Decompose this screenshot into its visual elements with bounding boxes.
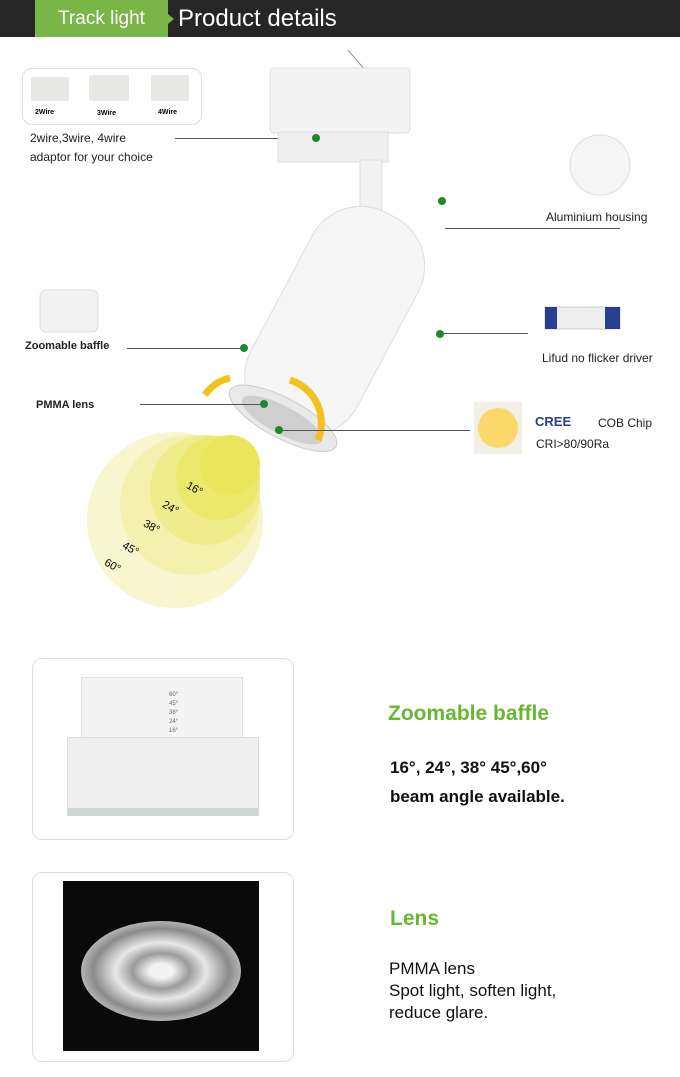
adaptor-4wire-image (151, 75, 189, 101)
scale-45: 45° (169, 701, 179, 707)
scale-16: 16° (169, 728, 179, 734)
baffle-desc-text: beam angle available. (390, 787, 565, 806)
baffle-image-card: 60° 45° 38° 24° 16° (32, 658, 294, 840)
adaptor-caption-2: adaptor for your choice (30, 150, 153, 164)
driver-leader-line (440, 333, 528, 334)
scale-24: 24° (169, 719, 179, 725)
lens-text-2: Spot light, soften light, (389, 981, 557, 1000)
baffle-label: Zoomable baffle (25, 340, 110, 352)
lens-leader-line (140, 404, 265, 405)
baffle-thumbnail (39, 289, 99, 333)
category-tag: Track light (35, 0, 168, 37)
scale-60: 60° (169, 692, 179, 698)
lens-label: PMMA lens (36, 399, 95, 411)
track-adaptor (269, 67, 411, 134)
baffle-photo-top (81, 677, 243, 739)
scale-38: 38° (169, 710, 179, 716)
lens-image-card (32, 872, 294, 1062)
adaptor-label-4wire: 4Wire (158, 109, 178, 116)
lamp-illustration (39, 49, 631, 608)
adaptor-dot (312, 134, 320, 142)
lens-photo (63, 881, 259, 1051)
adaptor-caption-1: 2wire,3wire, 4wire (30, 131, 127, 145)
baffle-leader-line (127, 348, 242, 349)
housing-leader-line (445, 228, 620, 229)
beam-16 (200, 435, 260, 495)
lens-disc (81, 921, 241, 1021)
lens-section-title: Lens (390, 907, 440, 930)
baffle-scale: 60° 45° 38° 24° 16° (169, 691, 178, 736)
driver-dot (436, 330, 444, 338)
page-title: Product details (178, 5, 337, 32)
chip-leader-line (280, 430, 470, 431)
housing-thumbnail (569, 134, 631, 196)
adaptor-3wire-image (89, 75, 129, 101)
baffle-angles-text: 16°, 24°, 38° 45°,60° (390, 758, 547, 777)
tag-arrow-icon (168, 14, 174, 24)
baffle-section-title: Zoomable baffle (388, 702, 550, 725)
baffle-photo-bottom (67, 737, 259, 816)
lens-text-1: PMMA lens (389, 959, 475, 978)
adaptor-label-2wire: 2Wire (35, 109, 55, 116)
cri-label: CRI>80/90Ra (536, 437, 610, 451)
housing-dot (438, 197, 446, 205)
driver-label: Lifud no flicker driver (542, 351, 653, 365)
cree-logo: CREE (535, 414, 572, 429)
chip-dot (275, 426, 283, 434)
lens-text-3: reduce glare. (389, 1003, 489, 1022)
housing-label: Aluminium housing (546, 210, 648, 224)
baffle-dot (240, 344, 248, 352)
adaptor-card: 2Wire 3Wire 4Wire (22, 68, 202, 125)
chip-label: COB Chip (598, 416, 653, 430)
adaptor-leader-line (175, 138, 315, 139)
adaptor-label-3wire: 3Wire (97, 110, 117, 117)
lens-dot (260, 400, 268, 408)
adaptor-2wire-image (31, 77, 69, 101)
